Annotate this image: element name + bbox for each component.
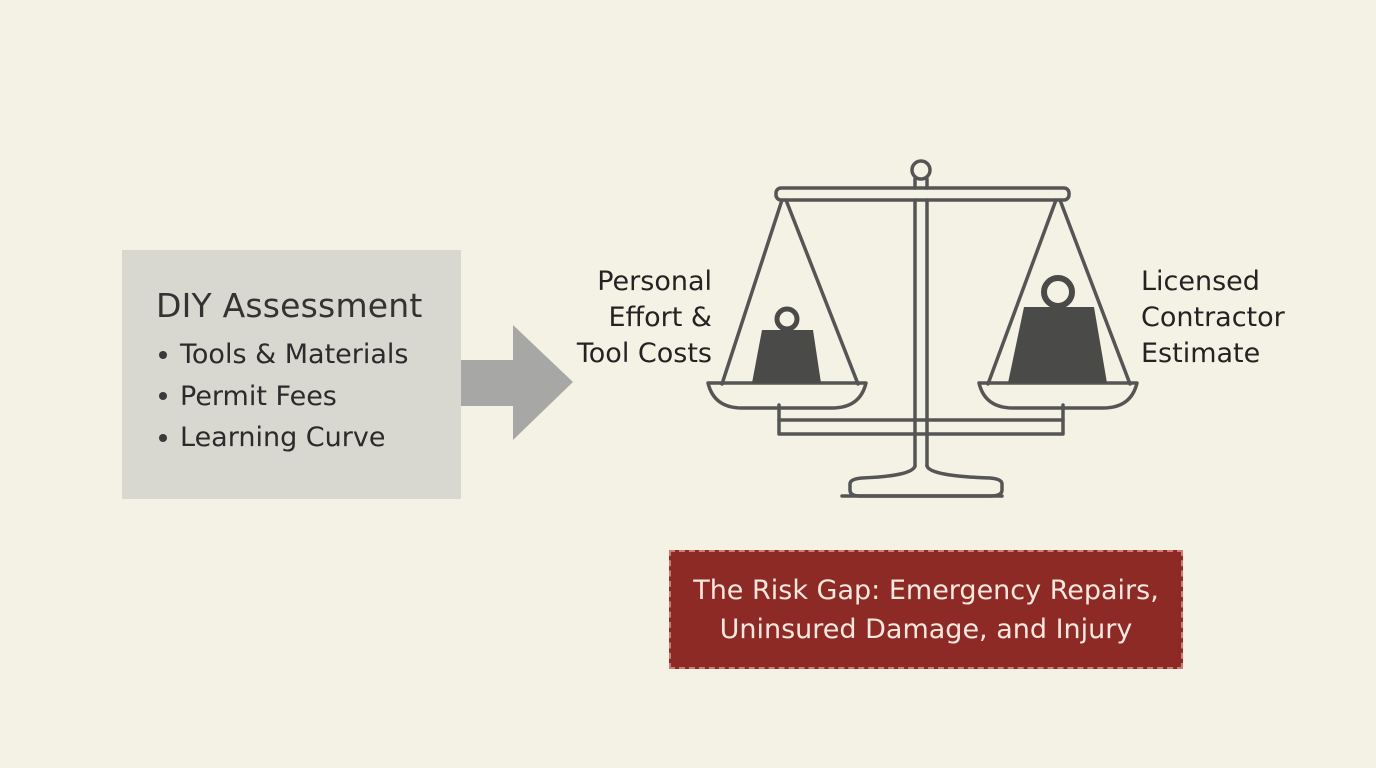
right-pan-label-line: Contractor <box>1141 302 1285 333</box>
diy-item-label: Tools & Materials <box>180 339 409 370</box>
diy-item-learning-curve: Learning Curve <box>156 417 461 459</box>
large-weight-icon <box>1008 275 1107 383</box>
diy-item-label: Learning Curve <box>180 422 386 453</box>
diy-item-label: Permit Fees <box>180 380 337 412</box>
left-pan-label-line: Effort & <box>608 302 712 333</box>
right-pan-label-line: Licensed <box>1141 266 1260 297</box>
risk-gap-box: The Risk Gap: Emergency Repairs, Uninsur… <box>669 550 1183 669</box>
risk-gap-line: Uninsured Damage, and Injury <box>719 613 1133 645</box>
diy-item-permit-fees: Permit Fees <box>156 376 461 418</box>
right-arrow-icon <box>461 325 573 440</box>
diy-assessment-box: DIY Assessment Tools & Materials Permit … <box>122 250 461 499</box>
bullet-icon <box>159 433 167 442</box>
bullet-icon <box>159 392 167 401</box>
left-pan-label-line: Tool Costs <box>576 338 712 369</box>
risk-gap-line: The Risk Gap: Emergency Repairs, <box>693 574 1159 606</box>
diy-assessment-title: DIY Assessment <box>156 286 423 325</box>
balance-scale-icon <box>706 159 1139 498</box>
left-pan-label-line: Personal <box>597 266 712 297</box>
small-weight-icon <box>752 306 821 383</box>
right-pan-label: Licensed Contractor Estimate <box>1141 264 1285 372</box>
diy-item-tools-materials: Tools & Materials <box>156 334 461 376</box>
right-pan-label-line: Estimate <box>1141 338 1261 369</box>
left-pan-label: Personal Effort & Tool Costs <box>577 264 712 372</box>
bullet-icon <box>159 350 167 359</box>
diy-assessment-list: Tools & Materials Permit Fees Learning C… <box>156 334 461 459</box>
